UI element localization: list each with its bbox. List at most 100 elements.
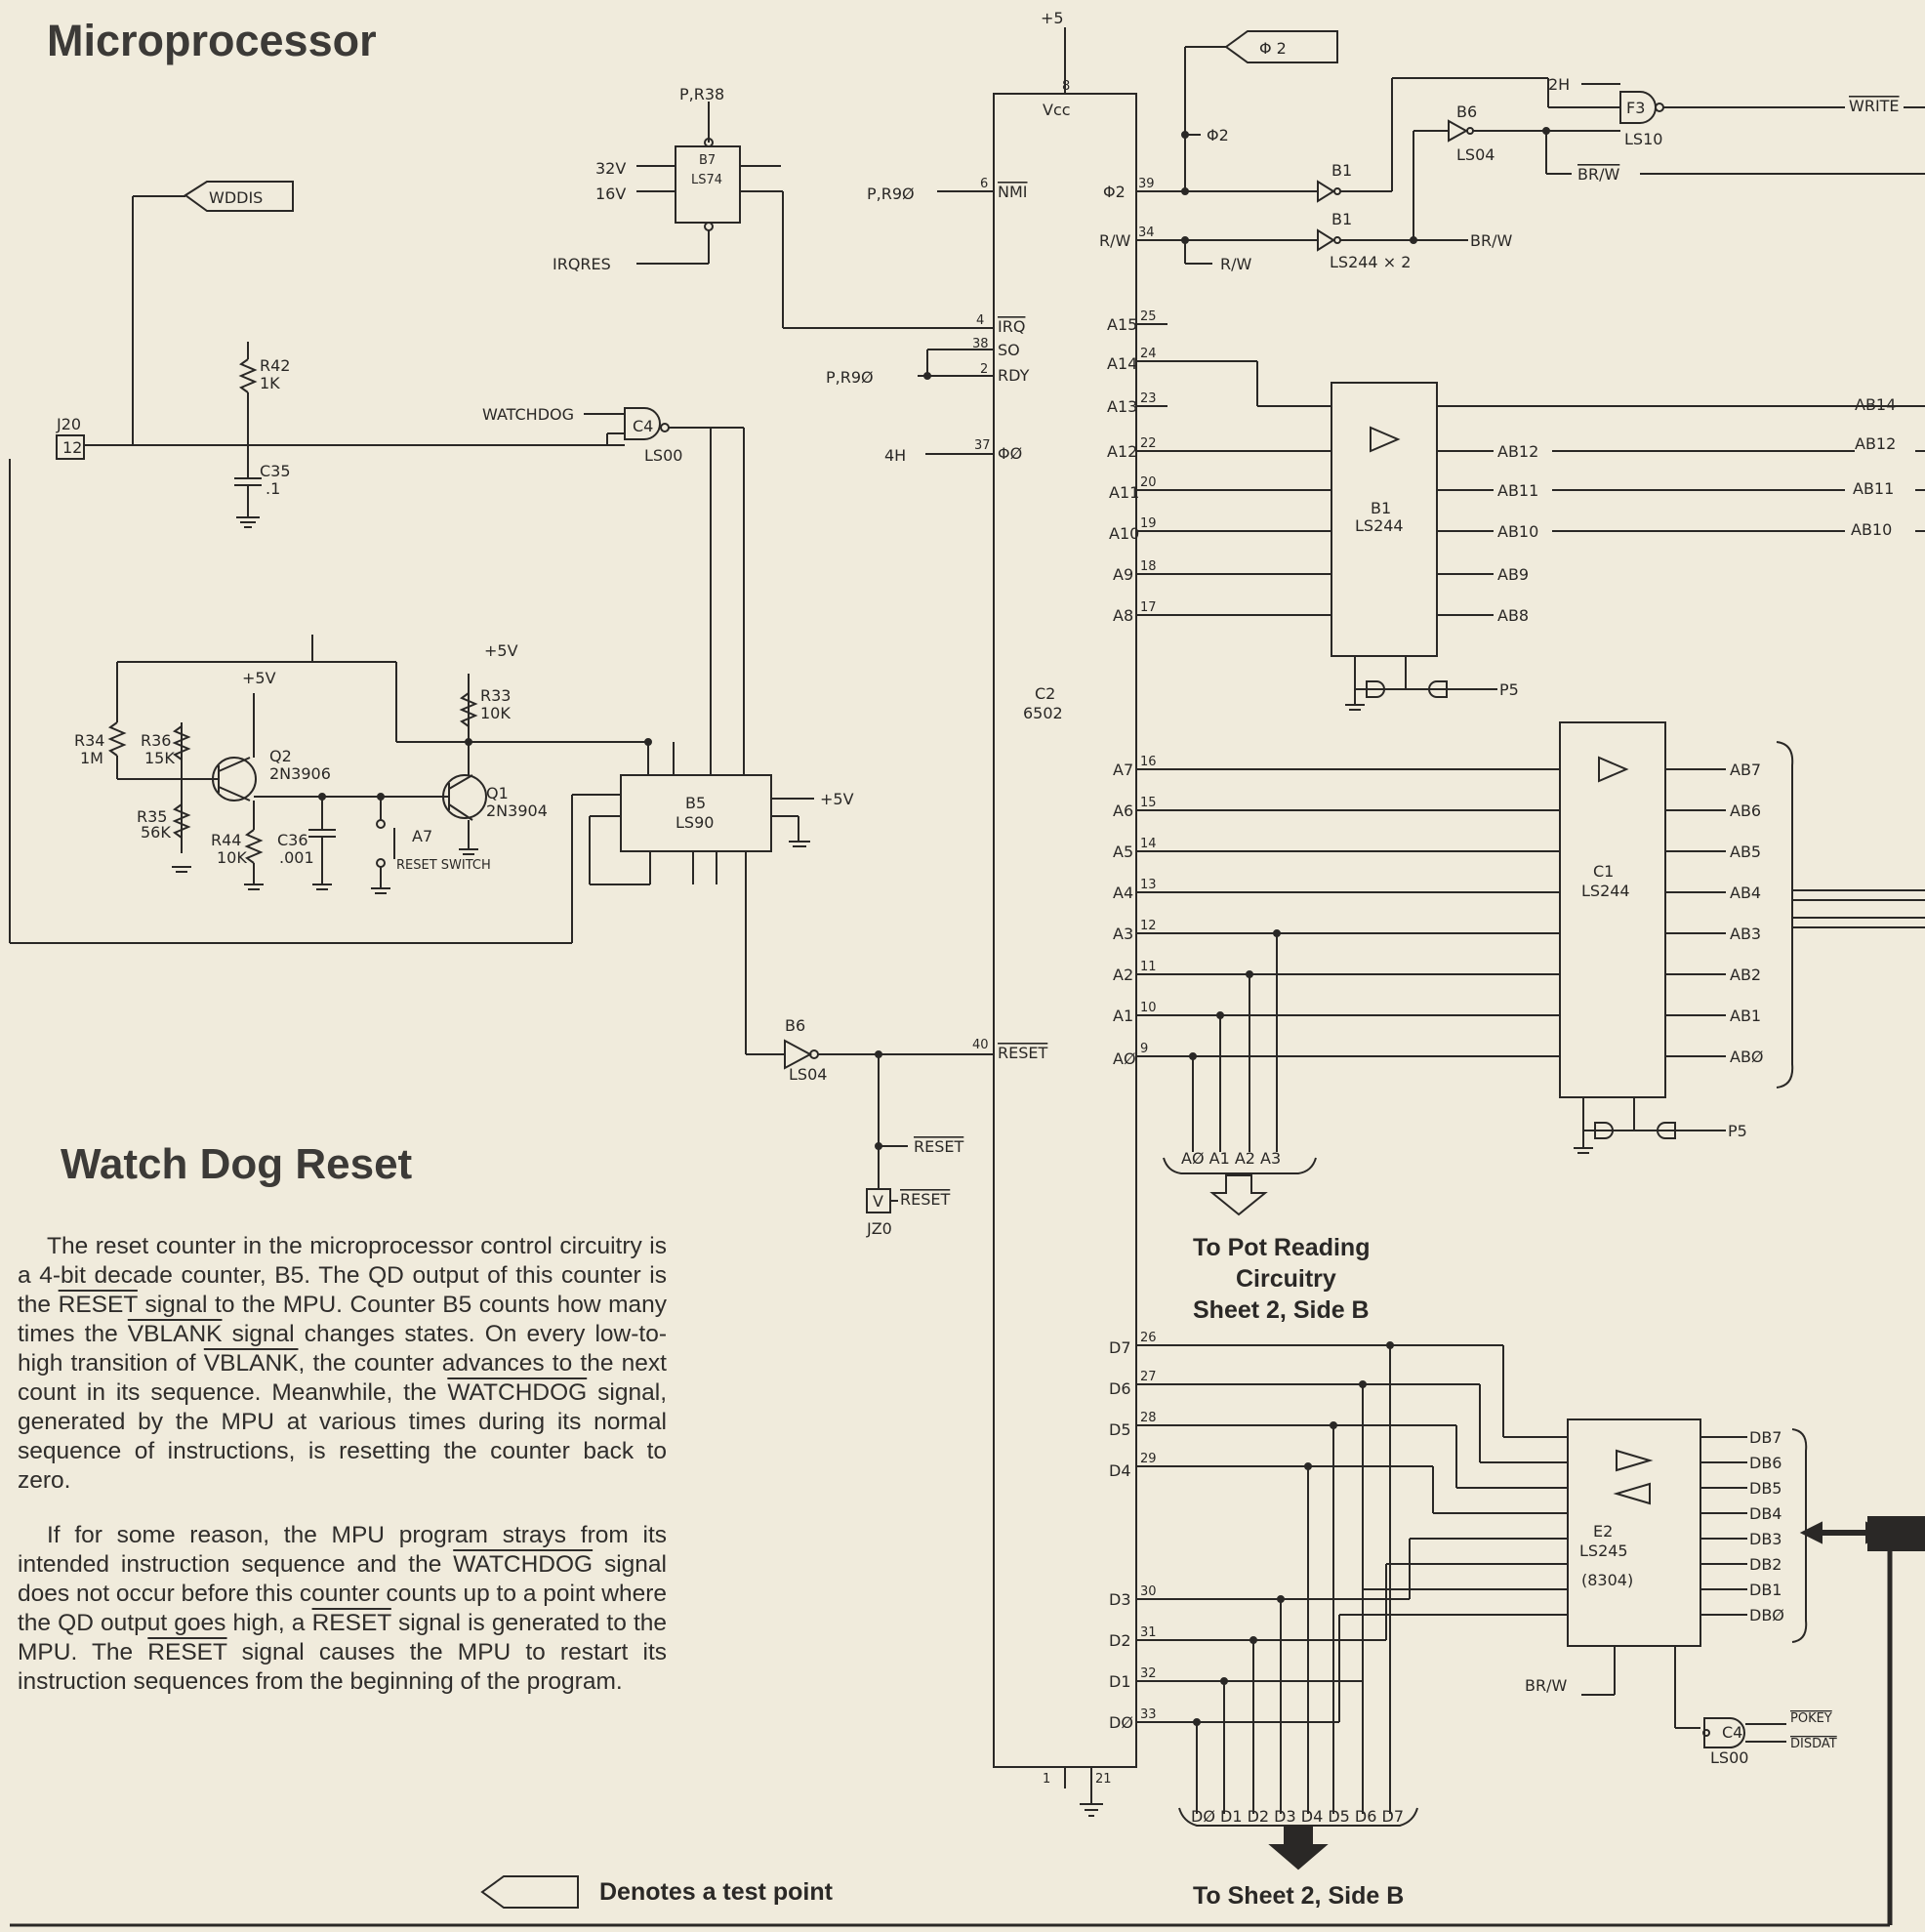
pot-bus-arrow bbox=[1209, 1174, 1268, 1216]
cpu-d5: D5 bbox=[1109, 1420, 1131, 1439]
pin-number: 1 bbox=[1043, 1772, 1050, 1787]
pin-number: 38 bbox=[972, 337, 989, 351]
c36-value: .001 bbox=[279, 848, 314, 867]
cpu-phi2-pin: Φ2 bbox=[1103, 183, 1126, 201]
h4-label: 4H bbox=[884, 446, 906, 465]
b1-phi2-label: B1 bbox=[1331, 161, 1352, 180]
cpu-a5: A5 bbox=[1113, 843, 1133, 861]
pin-number: 9 bbox=[1140, 1042, 1148, 1056]
cpu-a12: A12 bbox=[1107, 442, 1137, 461]
cpu-a11: A11 bbox=[1109, 483, 1139, 502]
c4-pokey-label: C4 bbox=[1722, 1723, 1742, 1742]
pin-number: 24 bbox=[1140, 347, 1157, 361]
cpu-d0: DØ bbox=[1109, 1713, 1133, 1732]
pot-caption-2: Circuitry bbox=[1236, 1265, 1336, 1293]
p5-c1-label: P5 bbox=[1728, 1122, 1747, 1140]
ab5-label: AB5 bbox=[1730, 843, 1761, 861]
rw-tap-label: R/W bbox=[1220, 255, 1252, 273]
pin-number: 8 bbox=[1062, 79, 1070, 94]
r42-value: 1K bbox=[260, 374, 280, 392]
pin-number: 14 bbox=[1140, 837, 1157, 851]
pin-number: 40 bbox=[972, 1038, 989, 1052]
c35-value: .1 bbox=[266, 479, 280, 498]
cpu-reset-pin: RESET bbox=[998, 1044, 1047, 1062]
pin-number: 27 bbox=[1140, 1370, 1157, 1384]
r33-value: 10K bbox=[480, 704, 511, 722]
disdat-label: DISDAT bbox=[1790, 1737, 1837, 1751]
irqres-label: IRQRES bbox=[553, 255, 611, 273]
q2-label: Q2 bbox=[269, 747, 292, 765]
resistor-r44 bbox=[244, 829, 264, 864]
b7-part-label: LS74 bbox=[691, 173, 722, 187]
r35-value: 56K bbox=[141, 823, 171, 842]
b6-rw-part: LS04 bbox=[1456, 145, 1495, 164]
resistor-r34 bbox=[107, 721, 127, 757]
pin-number: 16 bbox=[1140, 755, 1157, 769]
c1-buffer-label: C1 bbox=[1593, 862, 1614, 881]
cpu-a3: A3 bbox=[1113, 925, 1133, 943]
db3-label: DB3 bbox=[1749, 1530, 1782, 1548]
j20-label: J20 bbox=[56, 415, 81, 433]
db0-label: DBØ bbox=[1749, 1606, 1784, 1624]
cpu-vcc-label: +5 bbox=[1041, 9, 1064, 27]
v32-label: 32V bbox=[595, 159, 626, 178]
h2-label: 2H bbox=[1548, 75, 1570, 94]
pin-number: 19 bbox=[1140, 516, 1157, 531]
pin-number: 29 bbox=[1140, 1452, 1157, 1466]
pin-number: 20 bbox=[1140, 475, 1157, 490]
pot-bus-label: AØ A1 A2 A3 bbox=[1181, 1149, 1281, 1168]
brw-label: BR/W bbox=[1470, 231, 1512, 250]
cpu-ref-label: C2 bbox=[1035, 684, 1055, 703]
ab11-right: AB11 bbox=[1853, 479, 1894, 498]
cpu-nmi-pin: NMI bbox=[998, 183, 1028, 201]
b6-reset-label: B6 bbox=[785, 1016, 805, 1035]
legend-test-point-icon bbox=[480, 1875, 579, 1909]
plus5v-label: +5V bbox=[484, 641, 518, 660]
counter-b5 bbox=[620, 774, 772, 852]
jz0-label: JZ0 bbox=[866, 1219, 892, 1238]
cpu-a1: A1 bbox=[1113, 1007, 1133, 1025]
e2-part: LS245 bbox=[1579, 1541, 1628, 1560]
r34-label: R34 bbox=[74, 731, 104, 750]
phi2-tap-label: Φ2 bbox=[1207, 126, 1229, 144]
pin-number: 26 bbox=[1140, 1331, 1157, 1345]
inverter-b6-rw bbox=[1448, 119, 1469, 143]
pin-number: 39 bbox=[1138, 177, 1155, 191]
e2-label: E2 bbox=[1593, 1522, 1613, 1541]
pin-number: 13 bbox=[1140, 878, 1157, 892]
pokey-label: POKEY bbox=[1790, 1711, 1832, 1726]
pin-number: 4 bbox=[976, 313, 984, 328]
cpu-irq-pin: IRQ bbox=[998, 317, 1025, 336]
write-label: WRITE bbox=[1849, 97, 1900, 115]
data-bus-bracket bbox=[1791, 1428, 1808, 1643]
ab3-label: AB3 bbox=[1730, 925, 1761, 943]
cpu-rdy-pin: RDY bbox=[998, 366, 1030, 385]
pot-caption-3: Sheet 2, Side B bbox=[1193, 1296, 1370, 1324]
pin-number: 10 bbox=[1140, 1001, 1157, 1015]
ab4-label: AB4 bbox=[1730, 884, 1761, 902]
pin-number: 31 bbox=[1140, 1625, 1157, 1640]
jz0-pin-label: V bbox=[873, 1192, 883, 1211]
pin-number: 6 bbox=[980, 177, 988, 191]
b7-label: B7 bbox=[699, 153, 716, 168]
c1-buffer-part: LS244 bbox=[1581, 882, 1630, 900]
pin-number: 22 bbox=[1140, 436, 1157, 451]
pin-number: 30 bbox=[1140, 1584, 1157, 1599]
nand-gate-c4 bbox=[624, 407, 661, 440]
nand-gate-c4-pokey bbox=[1703, 1717, 1745, 1748]
e2-part-alt: (8304) bbox=[1581, 1571, 1633, 1589]
schematic-labels: +5 Vcc C2 6502 WDDIS Φ 2 J20 12 JZ0 V R4… bbox=[56, 9, 1900, 1910]
transistor-q2 bbox=[212, 757, 257, 802]
brw-out-label: BR/W bbox=[1577, 165, 1619, 184]
description-text: The reset counter in the microprocessor … bbox=[18, 1232, 667, 1722]
cpu-a4: A4 bbox=[1113, 884, 1133, 902]
ab10-mid: AB10 bbox=[1497, 522, 1538, 541]
page-title: Microprocessor bbox=[47, 16, 377, 65]
connector-j20 bbox=[56, 434, 85, 460]
ab9-mid: AB9 bbox=[1497, 565, 1529, 584]
r34-value: 1M bbox=[80, 749, 103, 767]
plus5v-q2-label: +5V bbox=[242, 669, 276, 687]
pin-number: 18 bbox=[1140, 559, 1157, 574]
ls244x2-label: LS244 × 2 bbox=[1330, 253, 1411, 271]
cpu-a14: A14 bbox=[1107, 354, 1137, 373]
